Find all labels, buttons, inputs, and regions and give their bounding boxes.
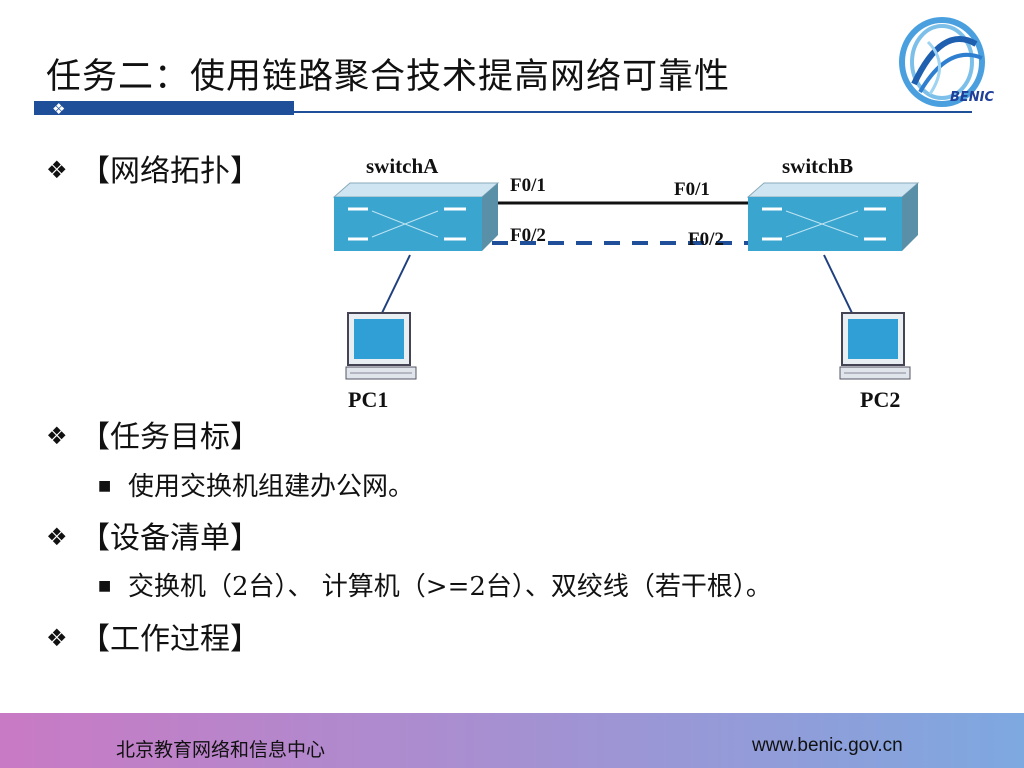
- switch-a-label: switchA: [366, 154, 439, 178]
- pc2-computer-icon: [839, 312, 911, 380]
- title-underline-bar: [34, 101, 294, 115]
- slide-title: 任务二：使用链路聚合技术提高网络可靠性: [46, 57, 731, 97]
- equipment-item: ■ 交换机（2台）、 计算机（>=2台）、双绞线（若干根）。: [98, 566, 772, 603]
- port-a1-label: F0/1: [510, 175, 546, 196]
- switch-b-label: switchB: [782, 154, 853, 178]
- section-objective: ❖ 【任务目标】: [46, 412, 260, 456]
- port-b1-label: F0/1: [674, 179, 710, 200]
- square-bullet-icon: ■: [98, 578, 112, 594]
- section-label: 【设备清单】: [80, 521, 260, 556]
- objective-item: ■ 使用交换机组建办公网。: [98, 466, 414, 503]
- diamond-bullet-icon: ❖: [46, 422, 68, 450]
- footer-url[interactable]: www.benic.gov.cn: [752, 735, 903, 756]
- section-label: 【任务目标】: [80, 420, 260, 455]
- port-a2-label: F0/2: [510, 225, 546, 246]
- diamond-bullet-icon: ❖: [46, 624, 68, 652]
- section-process: ❖ 【工作过程】: [46, 614, 260, 658]
- pc1-label: PC1: [348, 387, 388, 412]
- square-bullet-icon: ■: [98, 478, 112, 494]
- objective-text: 使用交换机组建办公网。: [128, 472, 415, 502]
- diamond-bullet-icon: ❖: [46, 523, 68, 551]
- switch-b-icon: [746, 182, 920, 251]
- equipment-text: 交换机（2台）、 计算机（>=2台）、双绞线（若干根）。: [128, 572, 772, 602]
- switch-a-icon: [332, 182, 500, 251]
- port-b2-label: F0/2: [688, 229, 724, 250]
- cable-pc1: [381, 254, 411, 314]
- footer-org: 北京教育网络和信息中心: [116, 739, 326, 761]
- footer-bar: [0, 713, 1024, 768]
- network-topology-diagram: switchA switchB F0/1 F0/2 F0/1 F0/2: [332, 154, 920, 412]
- section-equipment: ❖ 【设备清单】: [46, 513, 260, 557]
- title-underline: [294, 111, 972, 113]
- diamond-bullet-icon: ❖: [46, 156, 68, 184]
- cable-pc2: [823, 254, 853, 314]
- section-label: 【网络拓扑】: [80, 154, 260, 189]
- pc2-label: PC2: [860, 387, 900, 412]
- pc1-computer-icon: [345, 312, 417, 380]
- logo-text: BENIC: [950, 90, 995, 105]
- benic-logo-icon: [899, 17, 985, 107]
- section-topology: ❖ 【网络拓扑】: [46, 146, 260, 190]
- section-label: 【工作过程】: [80, 622, 260, 657]
- title-bar-bullet-icon: ❖: [52, 100, 66, 118]
